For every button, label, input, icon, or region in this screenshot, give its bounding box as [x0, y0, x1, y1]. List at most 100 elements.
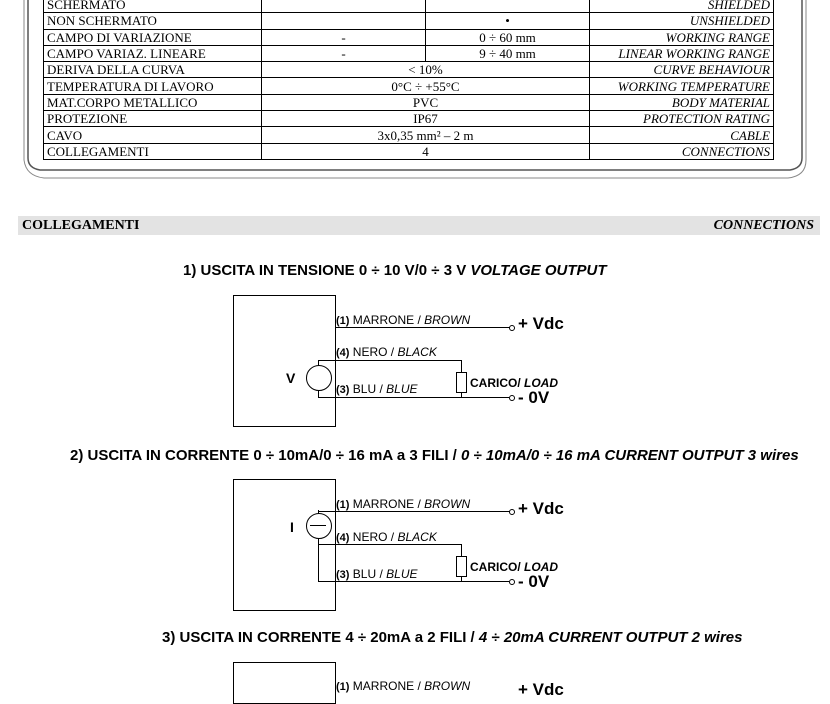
spec-label-it: NON SCHERMATO: [43, 12, 262, 30]
spec-label-it: TEMPERATURA DI LAVORO: [43, 77, 262, 95]
diagram-3-title-it: 3) USCITA IN CORRENTE 4 ÷ 20mA a 2 FILI …: [162, 629, 479, 646]
diagram-2-title-en: 0 ÷ 10mA/0 ÷ 16 mA CURRENT OUTPUT 3 wire…: [461, 447, 799, 464]
spec-label-it: DERIVA DELLA CURVA: [43, 61, 262, 79]
spec-value-unshielded: [425, 0, 590, 14]
spec-label-en: WORKING TEMPERATURE: [589, 77, 774, 95]
spec-label-en: CONNECTIONS: [589, 142, 774, 160]
wire-3-label: (3) BLU / BLUE: [336, 383, 418, 397]
spec-label-en: CURVE BEHAVIOUR: [589, 61, 774, 79]
spec-value: < 10%: [261, 61, 590, 79]
spec-value-shielded: -: [261, 44, 426, 63]
wire-1-num: (1): [336, 315, 350, 327]
load-it-1: CARICO/: [470, 376, 524, 390]
load-resistor-2: [456, 556, 467, 577]
current-source-dash-icon: [310, 525, 326, 526]
spec-row: NON SCHERMATO•UNSHIELDED: [43, 12, 774, 30]
wire-1-en-2: BROWN: [424, 497, 471, 511]
diagram-1-title-it: 1) USCITA IN TENSIONE 0 ÷ 10 V/0 ÷ 3 V: [183, 262, 471, 279]
terminal-plus-2: [509, 509, 515, 515]
terminal-minus-1: [509, 395, 515, 401]
spec-value: 0°C ÷ +55°C: [261, 77, 590, 95]
wire-1-line: [335, 327, 510, 328]
wire-4-line-2: [318, 544, 461, 545]
spec-label-it: CAMPO VARIAZ. LINEARE: [43, 44, 262, 63]
wire-1-label: (1) MARRONE / BROWN: [336, 314, 470, 328]
table-frame-border: [23, 0, 807, 179]
diagram-2-title: 2) USCITA IN CORRENTE 0 ÷ 10mA/0 ÷ 16 mA…: [70, 447, 799, 464]
wire-4-en-2: BLACK: [397, 530, 437, 544]
wire-4-num-2: (4): [336, 532, 350, 544]
spec-label-en: PROTECTION RATING: [589, 110, 774, 128]
spec-label-it: SCHERMATO: [43, 0, 262, 14]
spec-value: 4: [261, 142, 590, 160]
wire-3-line-2: [318, 581, 509, 582]
wire-3-label-2: (3) BLU / BLUE: [336, 568, 418, 582]
wire-1-num-2: (1): [336, 499, 350, 511]
sensor-box-2: [233, 479, 336, 611]
diagram-1-title-en: VOLTAGE OUTPUT: [470, 262, 607, 279]
sensor-box-1: [233, 295, 336, 427]
wire-3-en-2: BLUE: [386, 567, 418, 581]
current-source-icon: [306, 513, 332, 539]
sensor-box-3: [233, 662, 336, 704]
diagram-3-title-en: 4 ÷ 20mA CURRENT OUTPUT 2 wires: [478, 629, 743, 646]
load-resistor-1: [456, 372, 467, 393]
spec-value: 3x0,35 mm² – 2 m: [261, 126, 590, 144]
spec-label-it: PROTEZIONE: [43, 110, 262, 128]
spec-label-it: CAVO: [43, 126, 262, 144]
spec-value: IP67: [261, 110, 590, 128]
spec-label-it: MAT.CORPO METALLICO: [43, 93, 262, 112]
plus-vdc-1: + Vdc: [518, 314, 564, 333]
load-label-2: CARICO/ LOAD: [470, 560, 558, 574]
spec-label-en: WORKING RANGE: [589, 28, 774, 46]
diagram-3-title: 3) USCITA IN CORRENTE 4 ÷ 20mA a 2 FILI …: [162, 629, 742, 646]
wire-4-label: (4) NERO / BLACK: [336, 346, 437, 360]
wire-4-label-2: (4) NERO / BLACK: [336, 531, 437, 545]
spec-label-en: LINEAR WORKING RANGE: [589, 44, 774, 63]
load-en-2: LOAD: [524, 560, 558, 574]
wire-4-it: NERO /: [349, 345, 398, 359]
minus-0v-1: - 0V: [518, 388, 550, 407]
diagram-2-title-it: 2) USCITA IN CORRENTE 0 ÷ 10mA/0 ÷ 16 mA…: [70, 447, 461, 464]
spec-row: SCHERMATO SHIELDED: [43, 0, 774, 14]
source-label-i: I: [290, 519, 294, 535]
section-title-it: COLLEGAMENTI: [22, 218, 140, 233]
spec-value-shielded: [261, 12, 426, 30]
plus-vdc-2: + Vdc: [518, 499, 564, 518]
spec-row: DERIVA DELLA CURVA< 10%CURVE BEHAVIOUR: [43, 61, 774, 79]
wire-3-en: BLUE: [386, 382, 418, 396]
wire-3-it-2: BLU /: [349, 567, 387, 581]
spec-label-it: COLLEGAMENTI: [43, 142, 262, 160]
source-wire-2: [318, 510, 319, 581]
source-label-v: V: [286, 370, 296, 386]
spec-label-en: BODY MATERIAL: [589, 93, 774, 112]
minus-0v-2: - 0V: [518, 572, 550, 591]
wire-4-it-2: NERO /: [349, 530, 398, 544]
terminal-plus-1: [509, 325, 515, 331]
section-header-bar: COLLEGAMENTI CONNECTIONS: [18, 216, 820, 235]
load-en-1: LOAD: [524, 376, 558, 390]
wire-1-label-2: (1) MARRONE / BROWN: [336, 498, 470, 512]
spec-label-en: CABLE: [589, 126, 774, 144]
spec-value-shielded: [261, 0, 426, 14]
wire-1-it: MARRONE /: [349, 313, 425, 327]
wire-4-num: (4): [336, 347, 350, 359]
wire-1-en: BROWN: [424, 313, 471, 327]
wire-3-line: [318, 397, 509, 398]
spec-label-en: SHIELDED: [589, 0, 774, 14]
wire-4-en: BLACK: [397, 345, 437, 359]
terminal-minus-2: [509, 579, 515, 585]
wire-1-num-3: (1): [336, 681, 350, 693]
wire-1-line-2: [318, 511, 510, 512]
spec-value-unshielded: •: [425, 12, 590, 30]
section-title-en: CONNECTIONS: [713, 218, 814, 233]
spec-value-unshielded: 0 ÷ 60 mm: [425, 28, 590, 46]
wire-1-en-3: BROWN: [424, 679, 471, 693]
